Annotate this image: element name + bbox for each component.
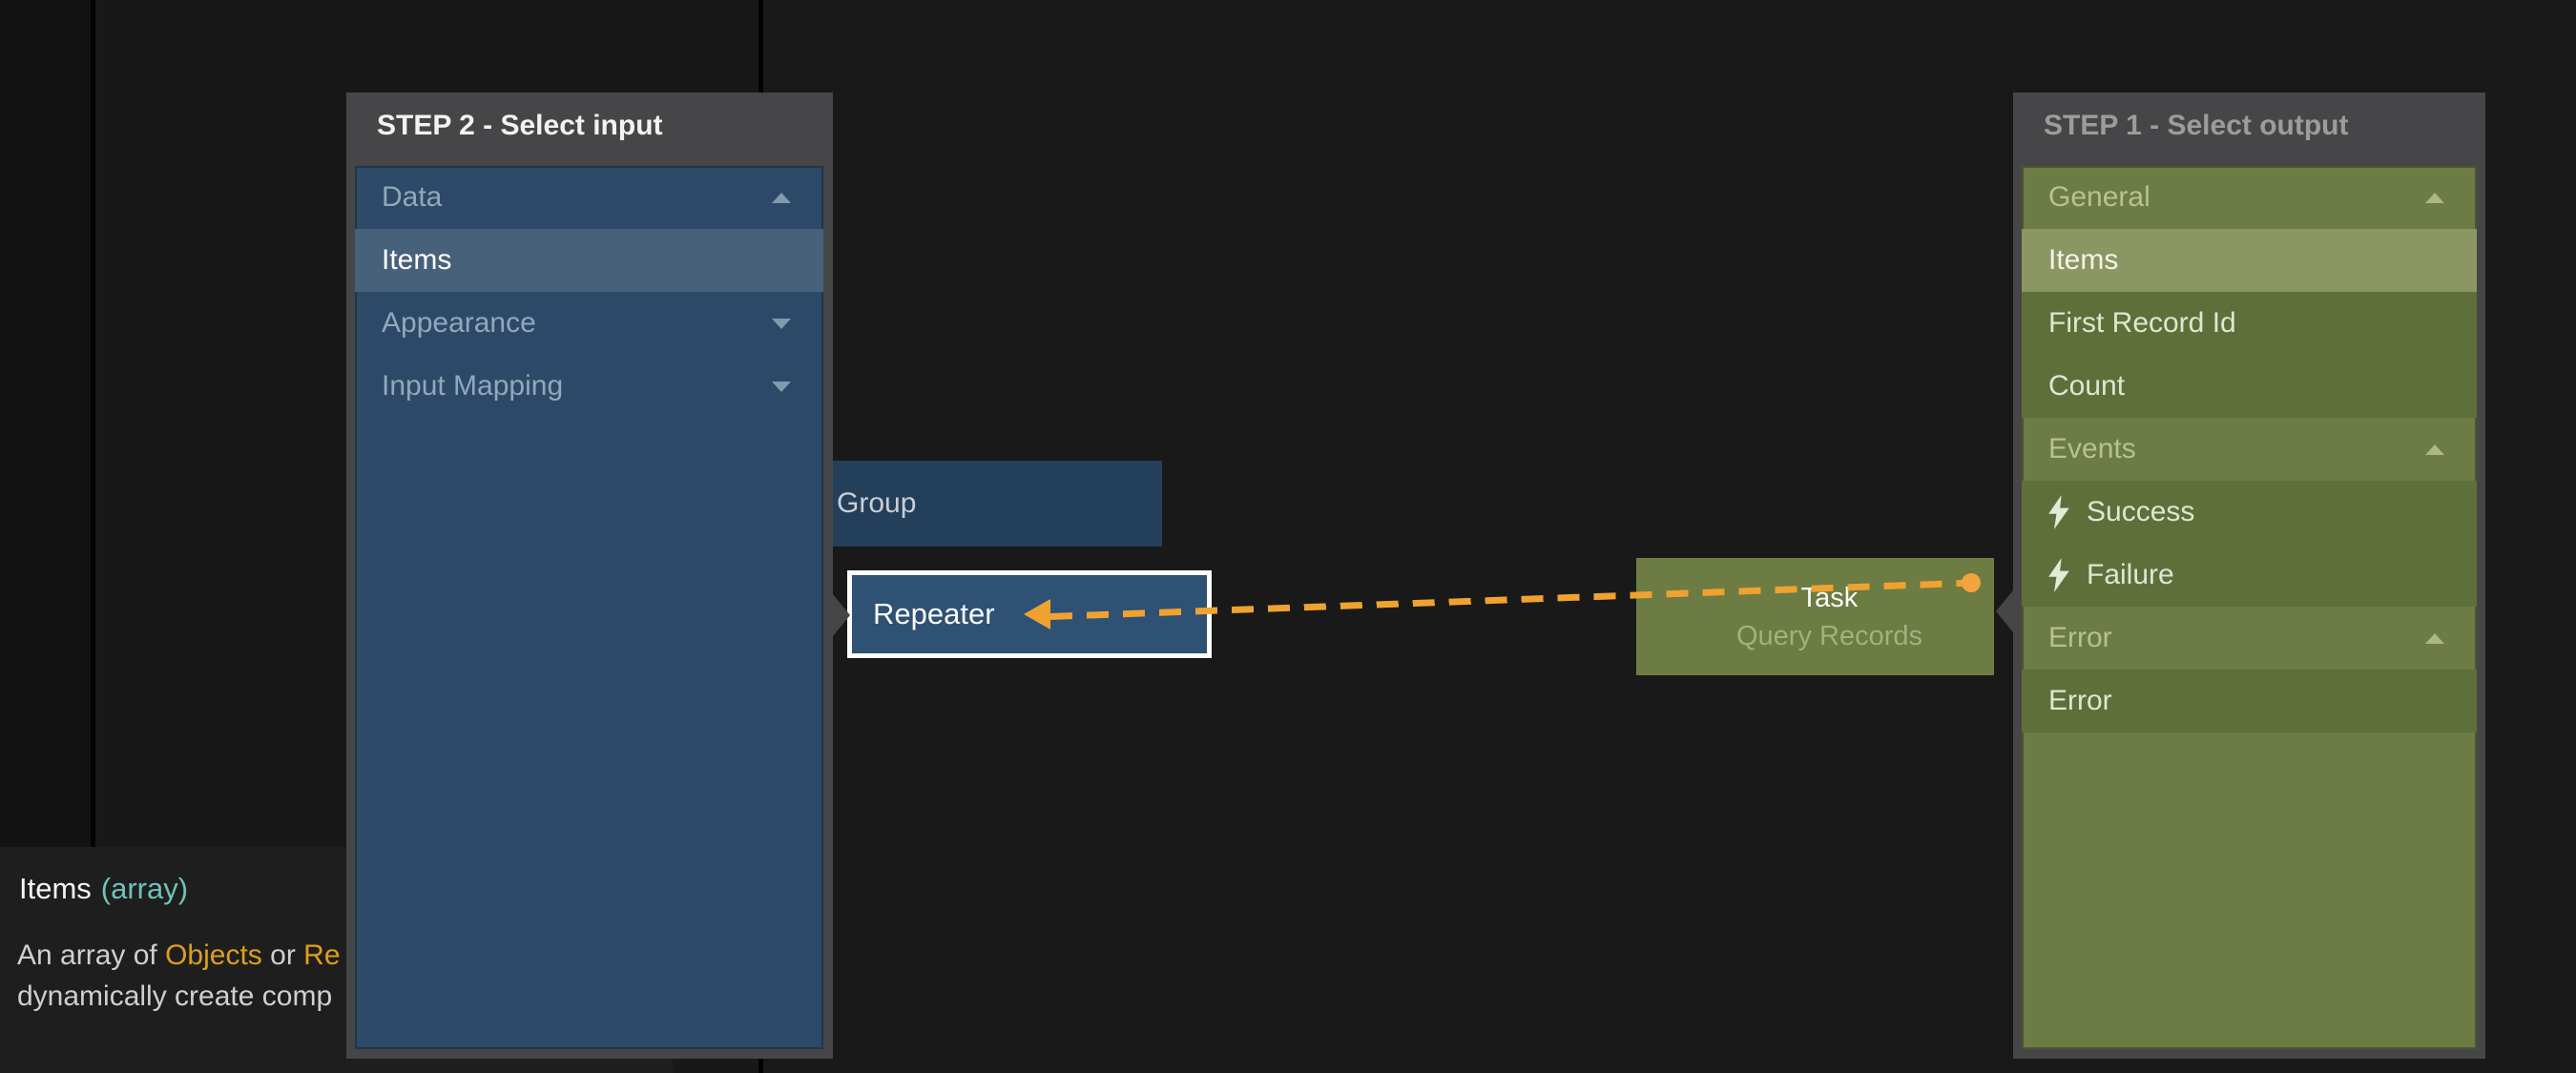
group-row-error[interactable]: Error [2022,607,2477,670]
chevron-up-icon [2425,444,2444,455]
chevron-down-icon [772,381,791,392]
option-row-count[interactable]: Count [2022,355,2477,418]
option-row-items[interactable]: Items [355,229,823,292]
connector-arrowhead-icon [1024,599,1050,629]
step1-panel-title: STEP 1 - Select output [2044,110,2349,141]
group-row-appearance[interactable]: Appearance [355,292,823,355]
row-label: Appearance [382,307,536,339]
group-row-general[interactable]: General [2022,166,2477,229]
option-row-success[interactable]: Success [2022,481,2477,544]
repeater-node-label: Repeater [873,597,995,630]
row-label: Error [2048,685,2112,716]
row-label: Error [2048,622,2112,653]
option-row-first-record-id[interactable]: First Record Id [2022,292,2477,355]
row-label: General [2048,181,2150,213]
task-node-subtitle: Query Records [1735,620,1922,651]
tooltip-description: An array of Objects or Re dynamically cr… [17,935,341,1017]
repeater-node[interactable]: Repeater [847,570,1212,658]
tooltip-text-segment: Objects [165,939,262,971]
option-row-items[interactable]: Items [2022,229,2477,292]
row-label: Input Mapping [382,370,564,402]
row-label: Items [382,244,452,276]
tooltip-text-segment: An array of [17,939,166,971]
group-row-events[interactable]: Events [2022,418,2477,481]
tooltip-text-segment: Re [303,939,341,971]
row-label: Count [2048,370,2126,402]
step2-panel-pointer [833,594,850,636]
row-label: Failure [2087,559,2174,590]
group-node-label: Group [837,487,917,519]
row-label: First Record Id [2048,307,2236,339]
tooltip-property-type: (array) [100,872,189,905]
chevron-up-icon [2425,632,2444,644]
step1-panel-pointer [1996,590,2013,632]
row-label: Success [2087,496,2195,527]
task-node[interactable]: Task Query Records [1636,558,1994,675]
tooltip-description-line2: dynamically create comp [17,980,333,1012]
option-row-error[interactable]: Error [2022,670,2477,733]
step2-panel-title: STEP 2 - Select input [377,110,663,141]
tooltip-property-name: Items(array) [19,872,188,906]
lightning-icon [2048,495,2069,529]
chevron-down-icon [772,318,791,329]
tooltip-title-text: Items [19,872,92,905]
connector-endpoint-handle[interactable] [1962,573,1981,592]
tooltip-text-segment: or [261,939,304,971]
group-row-input-mapping[interactable]: Input Mapping [355,355,823,418]
row-label: Events [2048,433,2136,464]
lightning-icon [2048,558,2069,592]
group-row-data[interactable]: Data [355,166,823,229]
chevron-up-icon [772,192,791,203]
row-label: Data [382,181,443,213]
chevron-up-icon [2425,192,2444,203]
option-row-failure[interactable]: Failure [2022,544,2477,607]
row-label: Items [2048,244,2119,276]
tooltip-description-line1: An array of Objects or Re [17,935,341,976]
screen-left-edge-line [91,0,95,1073]
